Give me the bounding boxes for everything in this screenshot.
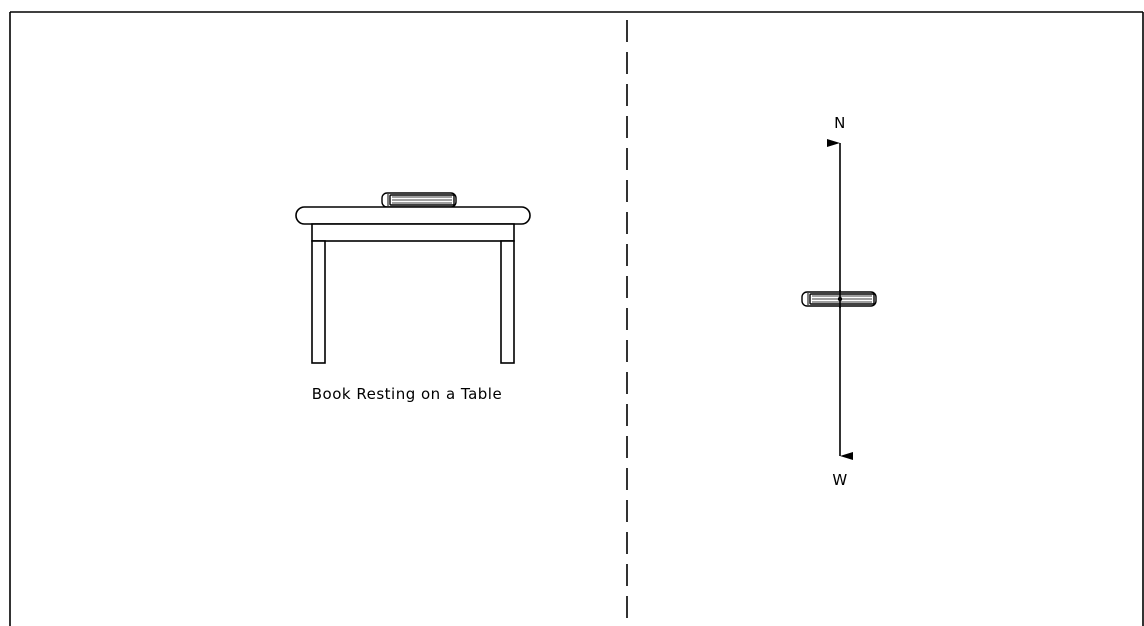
book-on-table <box>381 192 457 208</box>
table-apron <box>311 223 515 242</box>
normal-force-label: N <box>834 114 846 132</box>
drawing-frame <box>9 11 1144 626</box>
weight-force-label: W <box>832 471 847 489</box>
table-top <box>295 206 531 225</box>
table-scene: Book Resting on a Table <box>295 192 531 403</box>
center-of-mass-dot <box>837 296 843 302</box>
table-caption: Book Resting on a Table <box>312 385 502 403</box>
table-leg-left <box>311 240 326 364</box>
free-body-diagram: N W <box>801 114 877 489</box>
book-free-body <box>801 291 877 307</box>
table-leg-right <box>500 240 515 364</box>
